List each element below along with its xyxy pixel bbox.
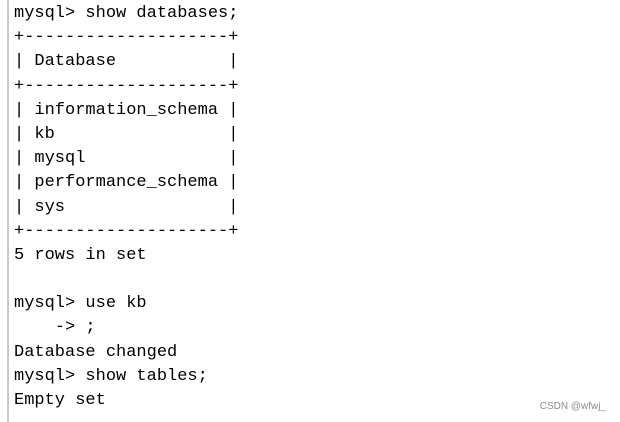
blank-line — [14, 268, 238, 292]
table-row: | sys | — [14, 197, 239, 217]
result-summary: 5 rows in set — [14, 245, 147, 265]
command-line-show-databases: mysql> show databases; — [14, 4, 239, 23]
table-border-top: +--------------------+ — [14, 28, 239, 48]
continuation-line: -> ; — [14, 318, 96, 338]
table-row: | kb | — [14, 124, 239, 144]
table-row: | mysql | — [14, 149, 239, 169]
status-message: Database changed — [14, 342, 178, 362]
command-line-use-kb: mysql> use kb — [14, 294, 147, 314]
table-row: | performance_schema | — [14, 173, 239, 193]
table-border-header: +--------------------+ — [14, 76, 239, 96]
terminal-output: mysql> show databases; +----------------… — [14, 2, 238, 413]
table-border-bottom: +--------------------+ — [14, 221, 239, 241]
csdn-watermark: CSDN @wfwj_ — [539, 401, 606, 412]
command-line-show-tables: mysql> show tables; — [14, 366, 208, 386]
table-header-row: | Database | — [14, 52, 239, 72]
table-row: | information_schema | — [14, 100, 239, 120]
result-empty-set: Empty set — [14, 391, 106, 410]
terminal-left-border — [7, 0, 9, 422]
